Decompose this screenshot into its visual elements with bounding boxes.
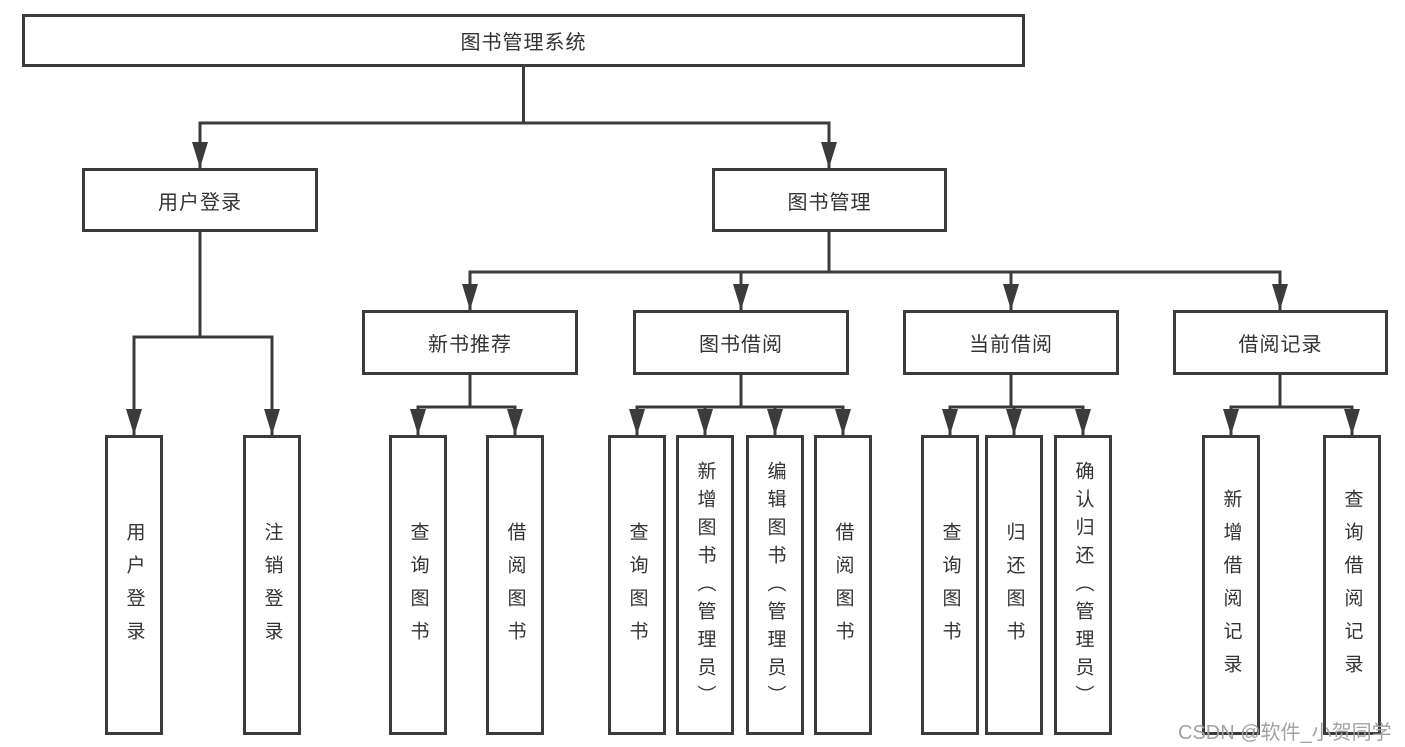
- leaf-user-login: 用户登录: [105, 435, 163, 735]
- edge-new-book-recommend-to-leaves: [410, 373, 523, 435]
- node-new-book-recommend: 新书推荐: [362, 310, 578, 375]
- csdn-watermark: CSDN @软件_小贺同学: [1178, 722, 1392, 744]
- edge-book-management-to-level3: [462, 230, 1288, 310]
- leaf-query-books-recommend: 查询图书: [389, 435, 447, 735]
- edge-book-borrow-to-leaves: [629, 373, 851, 435]
- leaf-add-borrow-record: 新增借阅记录: [1202, 435, 1260, 735]
- leaf-edit-books-admin: 编辑图书（管理员）: [746, 435, 804, 735]
- edge-root-to-level2: [192, 65, 837, 168]
- node-book-borrow: 图书借阅: [633, 310, 849, 375]
- edge-user-login-to-leaves: [126, 230, 280, 435]
- leaf-logout: 注销登录: [243, 435, 301, 735]
- leaf-add-books-admin: 新增图书（管理员）: [676, 435, 734, 735]
- leaf-query-books-current: 查询图书: [921, 435, 979, 735]
- leaf-return-books: 归还图书: [985, 435, 1043, 735]
- leaf-confirm-return-admin: 确认归还（管理员）: [1054, 435, 1112, 735]
- leaf-query-borrow-record: 查询借阅记录: [1323, 435, 1381, 735]
- node-book-management: 图书管理: [712, 168, 947, 232]
- node-user-login: 用户登录: [82, 168, 318, 232]
- node-borrow-record: 借阅记录: [1173, 310, 1388, 375]
- leaf-borrow-books: 借阅图书: [814, 435, 872, 735]
- edge-borrow-record-to-leaves: [1223, 373, 1360, 435]
- edge-current-borrow-to-leaves: [942, 373, 1091, 435]
- node-current-borrow: 当前借阅: [903, 310, 1119, 375]
- leaf-query-books-borrow: 查询图书: [608, 435, 666, 735]
- leaf-borrow-books-recommend: 借阅图书: [486, 435, 544, 735]
- node-library-management-system: 图书管理系统: [22, 14, 1025, 67]
